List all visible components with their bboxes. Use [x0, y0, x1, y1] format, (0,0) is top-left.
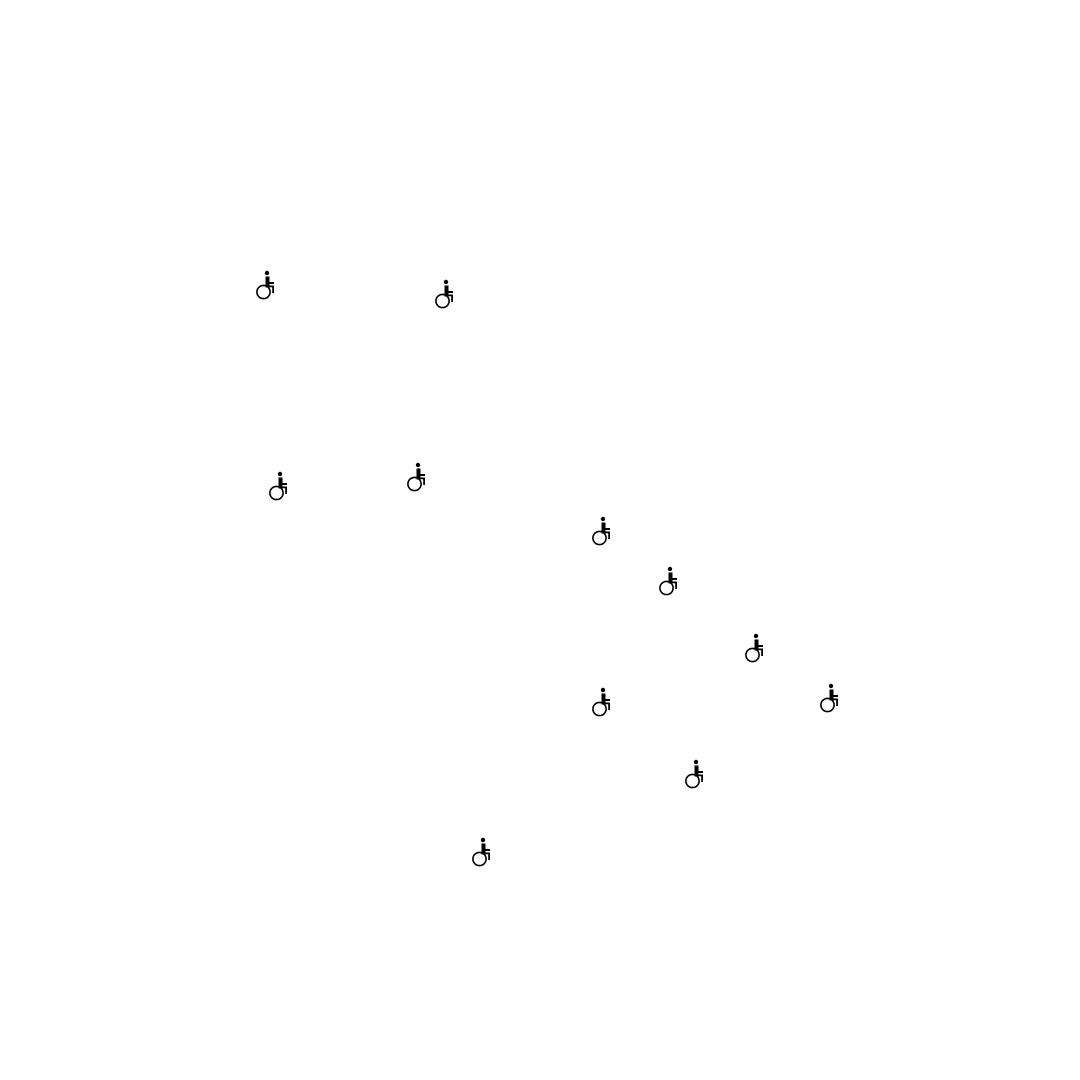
accessible-marker[interactable]: [406, 462, 430, 494]
accessible-marker[interactable]: [471, 837, 495, 869]
wheelchair-icon: [592, 687, 610, 717]
wheelchair-icon: [269, 471, 287, 501]
accessible-marker[interactable]: [591, 687, 615, 719]
wheelchair-icon: [472, 837, 490, 867]
accessible-marker[interactable]: [658, 566, 682, 598]
wheelchair-icon: [407, 462, 425, 492]
wheelchair-icon: [745, 633, 763, 663]
wheelchair-icon: [592, 516, 610, 546]
accessible-marker[interactable]: [591, 516, 615, 548]
accessible-marker[interactable]: [255, 270, 279, 302]
wheelchair-icon: [820, 683, 838, 713]
accessible-marker[interactable]: [268, 471, 292, 503]
accessible-marker[interactable]: [434, 279, 458, 311]
accessible-marker[interactable]: [684, 759, 708, 791]
wheelchair-icon: [256, 270, 274, 300]
accessible-marker[interactable]: [744, 633, 768, 665]
wheelchair-icon: [685, 759, 703, 789]
accessible-marker[interactable]: [819, 683, 843, 715]
wheelchair-icon: [659, 566, 677, 596]
wheelchair-icon: [435, 279, 453, 309]
